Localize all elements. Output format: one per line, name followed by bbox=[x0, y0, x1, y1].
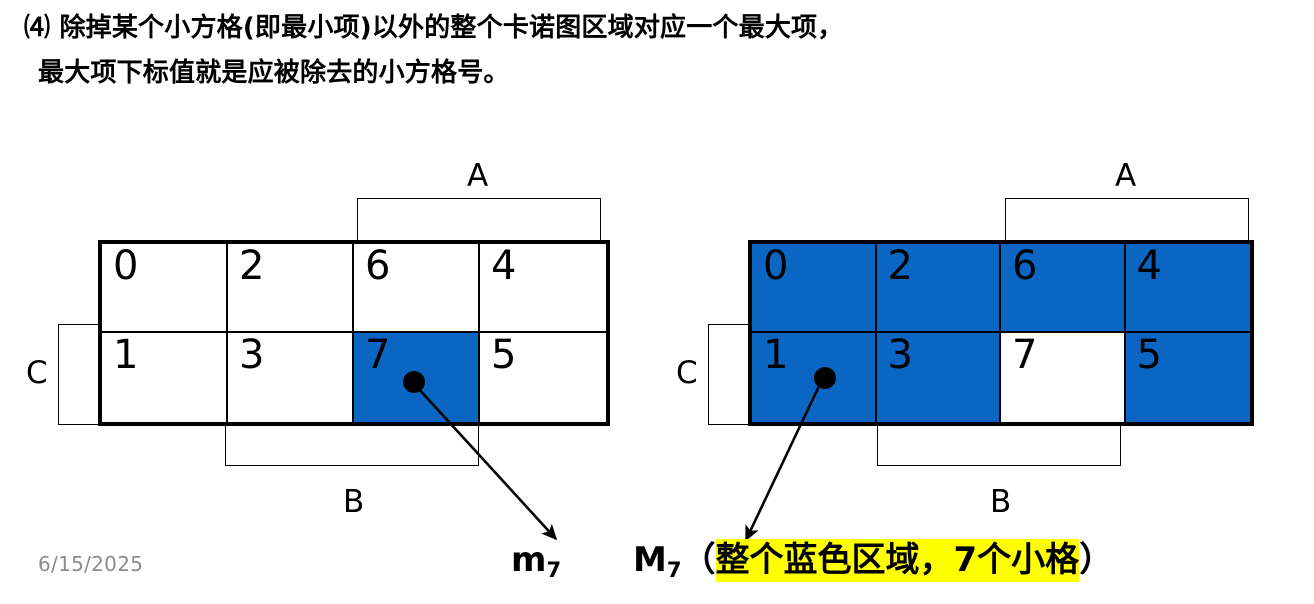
date-stamp: 6/15/2025 bbox=[38, 552, 144, 576]
kmap-cell-label: 2 bbox=[239, 243, 265, 289]
kmap-cell-label: 7 bbox=[1012, 332, 1038, 378]
kmap-cell-label: 4 bbox=[491, 243, 517, 289]
minterm-caption: m7 bbox=[511, 540, 561, 580]
kmap-cell[interactable]: 0 bbox=[102, 244, 228, 333]
kmap-cell[interactable]: 2 bbox=[228, 244, 354, 333]
kmap-cell-label: 7 bbox=[365, 332, 391, 378]
kmap-cell-label: 1 bbox=[113, 332, 139, 378]
left-kmap-callout-dot bbox=[403, 371, 425, 393]
maxterm-open-paren: （ bbox=[681, 540, 716, 580]
left-kmap-label-c: C bbox=[26, 355, 48, 391]
heading-line-2: 最大项下标值就是应被除去的小方格号。 bbox=[38, 57, 510, 88]
right-kmap-bracket-b bbox=[877, 424, 1121, 466]
heading-line-1: ⑷ 除掉某个小方格(即最小项)以外的整个卡诺图区域对应一个最大项， bbox=[24, 13, 844, 43]
kmap-cell-highlighted[interactable]: 2 bbox=[876, 243, 1001, 333]
kmap-cell-highlighted[interactable]: 5 bbox=[1125, 332, 1250, 422]
kmap-cell-highlighted[interactable]: 4 bbox=[1125, 243, 1250, 333]
kmap-cell-label: 0 bbox=[113, 243, 139, 289]
kmap-cell-label: 6 bbox=[1012, 243, 1038, 289]
right-kmap-callout-dot bbox=[814, 367, 836, 389]
kmap-cell-highlighted[interactable]: 0 bbox=[752, 244, 877, 333]
left-kmap-bracket-c bbox=[58, 324, 100, 425]
kmap-cell[interactable]: 4 bbox=[480, 244, 606, 333]
right-kmap-label-b: B bbox=[990, 484, 1012, 520]
minterm-index: 7 bbox=[546, 556, 562, 582]
kmap-cell-label: 2 bbox=[887, 243, 913, 289]
left-kmap-bracket-a bbox=[357, 198, 601, 242]
kmap-cell[interactable]: 3 bbox=[228, 333, 354, 422]
kmap-cell-label: 5 bbox=[1136, 332, 1162, 378]
right-kmap-bracket-a bbox=[1005, 198, 1249, 242]
slide-heading: ⑷ 除掉某个小方格(即最小项)以外的整个卡诺图区域对应一个最大项， 最大项下标值… bbox=[24, 6, 1304, 95]
kmap-cell-label: 3 bbox=[887, 332, 913, 378]
minterm-symbol: m bbox=[511, 540, 547, 580]
right-kmap-grid: 0 2 6 4 1 3 7 5 bbox=[748, 240, 1254, 426]
right-kmap-bracket-c bbox=[708, 324, 750, 425]
right-kmap-label-c: C bbox=[676, 355, 698, 391]
left-kmap-grid: 0 2 6 4 1 3 7 5 bbox=[98, 240, 610, 426]
kmap-cell-label: 4 bbox=[1136, 243, 1162, 289]
left-kmap-bracket-b bbox=[225, 424, 479, 466]
maxterm-caption: M7（整个蓝色区域，7个小格） bbox=[633, 539, 1114, 582]
kmap-cell[interactable]: 1 bbox=[102, 333, 228, 422]
kmap-cell[interactable]: 5 bbox=[480, 333, 606, 422]
kmap-cell-highlighted[interactable]: 3 bbox=[876, 332, 1001, 422]
maxterm-close-paren: ） bbox=[1079, 540, 1114, 580]
left-kmap-label-a: A bbox=[467, 158, 489, 194]
kmap-cell[interactable]: 7 bbox=[1001, 333, 1126, 422]
maxterm-symbol: M bbox=[633, 540, 667, 580]
right-kmap-label-a: A bbox=[1115, 158, 1137, 194]
kmap-cell[interactable]: 6 bbox=[354, 244, 480, 333]
kmap-cell-label: 0 bbox=[763, 243, 789, 289]
kmap-cell-label: 5 bbox=[491, 332, 517, 378]
kmap-cell-label: 1 bbox=[763, 332, 789, 378]
kmap-cell-label: 3 bbox=[239, 332, 265, 378]
left-kmap-label-b: B bbox=[343, 484, 365, 520]
maxterm-index: 7 bbox=[666, 556, 682, 582]
kmap-cell-highlighted[interactable]: 6 bbox=[1001, 244, 1126, 333]
maxterm-highlight-text: 整个蓝色区域，7个小格 bbox=[715, 539, 1080, 582]
kmap-cell-label: 6 bbox=[365, 243, 391, 289]
